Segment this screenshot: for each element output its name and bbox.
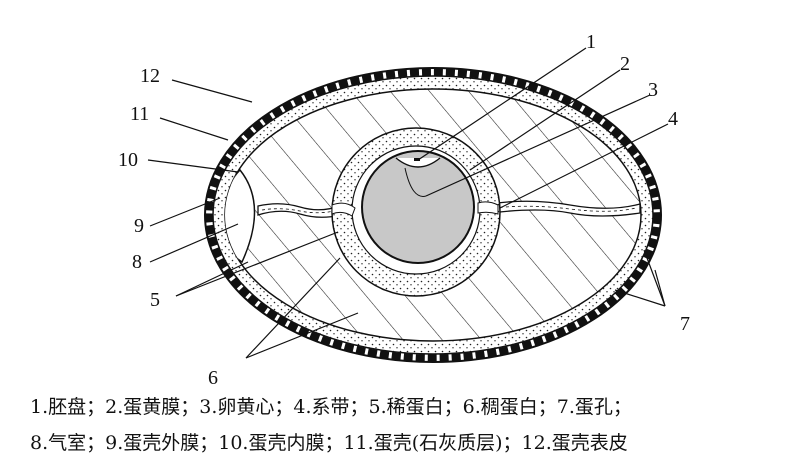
callout-10: 10 <box>118 149 138 171</box>
leader-lines <box>147 47 669 359</box>
eggshell-calcareous-band <box>205 68 661 362</box>
callout-labels: 1 2 3 4 5 6 7 8 9 10 11 12 <box>118 31 690 389</box>
callout-1: 1 <box>586 31 596 53</box>
chalaza <box>257 200 641 218</box>
callout-12: 12 <box>140 65 160 87</box>
latebra-neck <box>404 167 427 197</box>
chalaza-inner-left <box>331 202 356 217</box>
callout-4: 4 <box>668 108 678 130</box>
callout-7: 7 <box>680 313 690 335</box>
callout-8: 8 <box>132 251 142 273</box>
callout-11: 11 <box>130 103 149 125</box>
callout-6: 6 <box>208 367 218 389</box>
legend-line-1: 1.胚盘；2.蛋黄膜；3.卵黄心；4.系带；5.稀蛋白；6.稠蛋白；7.蛋孔； <box>30 396 632 418</box>
egg-structure-diagram: 1 2 3 4 5 6 7 8 9 10 11 12 <box>118 31 690 389</box>
legend-line-2: 8.气室；9.蛋壳外膜；10.蛋壳内膜；11.蛋壳(石灰质层)；12.蛋壳表皮 <box>30 432 628 454</box>
yolk <box>361 150 475 264</box>
callout-9: 9 <box>134 215 144 237</box>
latebra <box>395 157 441 168</box>
callout-2: 2 <box>620 53 630 75</box>
germinal-disc <box>414 158 420 161</box>
callout-5: 5 <box>150 289 160 311</box>
callout-3: 3 <box>648 79 658 101</box>
chalaza-inner-right <box>477 201 499 215</box>
